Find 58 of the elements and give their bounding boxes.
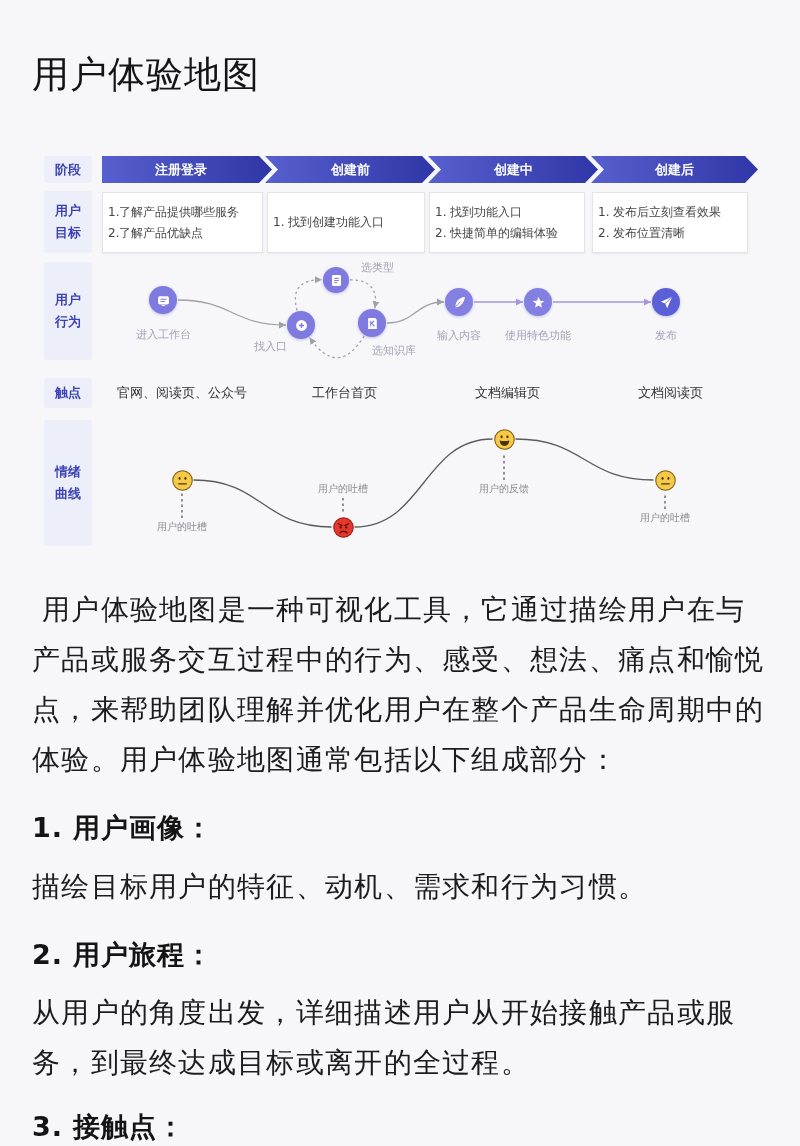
- stage-banner: 创建后: [591, 156, 758, 183]
- paragraph: 用户体验地图是一种可视化工具，它通过描绘用户在与产品或服务交互过程中的行为、感受、想法、痛点和愉悦点，来帮助团队理解并优化用户在整个产品生命周期中的体验。用户体验地图通常包括以下组成部分：: [32, 592, 766, 778]
- step-circle: [524, 288, 552, 316]
- row-header: 用户行为: [44, 262, 92, 360]
- step-circle: [149, 286, 177, 314]
- goal-box: 1. 发布后立刻查看效果 2. 发布位置清晰: [592, 192, 748, 253]
- step-circle: [323, 267, 349, 293]
- goal-box: 1.了解产品提供哪些服务 2.了解产品优缺点: [102, 192, 263, 253]
- step-circle: [652, 288, 680, 316]
- touchpoint-label: 官网、阅读页、公众号: [117, 385, 247, 401]
- row-header: 情绪曲线: [44, 420, 92, 546]
- emotion-label: 用户的反馈: [479, 483, 529, 495]
- step-circle: [445, 288, 473, 316]
- angry-face-icon: [332, 516, 354, 538]
- arrow: [473, 298, 524, 306]
- heading: 1. 用户画像：: [32, 811, 214, 845]
- arrow: [177, 299, 287, 329]
- arrow: [552, 298, 652, 306]
- step-label: 选类型: [360, 261, 394, 273]
- stage-banner: 创建前: [265, 156, 435, 183]
- row-header: 用户目标: [44, 191, 92, 253]
- step-circle: [358, 309, 386, 337]
- happy-face-icon: [493, 428, 515, 450]
- emotion-label: 用户的吐槽: [640, 512, 690, 524]
- emotion-label: 用户的吐槽: [157, 521, 207, 533]
- dashed-arrow: [349, 279, 380, 309]
- emotion-curve: [192, 479, 333, 528]
- emotion-label: 用户的吐槽: [318, 483, 368, 495]
- dashed-arrow: [294, 276, 323, 312]
- touchpoint-label: 工作台首页: [311, 385, 377, 401]
- step-label: 进入工作台: [135, 328, 191, 340]
- heading: 3. 接触点：: [32, 1110, 186, 1144]
- paragraph: 从用户的角度出发，详细描述用户从开始接触产品或服务，到最终达成目标或离开的全过程。: [32, 995, 737, 1081]
- stage-banner: 创建中: [428, 156, 598, 183]
- paragraph: 描绘目标用户的特征、动机、需求和行为习惯。: [32, 869, 649, 905]
- row-header: 触点: [44, 378, 92, 408]
- arrow: [386, 298, 445, 324]
- touchpoint-label: 文档阅读页: [637, 385, 703, 401]
- neutral-face-icon: [171, 469, 193, 491]
- goal-box: 1. 找到功能入口 2. 快捷简单的编辑体验: [429, 192, 585, 253]
- goal-box: 1. 找到创建功能入口: [267, 192, 425, 253]
- title: 用户体验地图: [32, 52, 260, 98]
- leader-line: [342, 497, 344, 515]
- neutral-face-icon: [654, 469, 676, 491]
- step-label: 使用特色功能: [505, 329, 571, 341]
- emotion-curve: [353, 438, 494, 528]
- dashed-arrow: [308, 335, 365, 359]
- stage-banner: 注册登录: [102, 156, 272, 183]
- step-label: 选知识库: [372, 344, 416, 356]
- leader-line: [181, 492, 183, 519]
- step-circle: [287, 311, 315, 339]
- step-label: 找入口: [253, 340, 287, 352]
- emotion-curve: [514, 438, 655, 481]
- step-label: 输入内容: [437, 329, 481, 341]
- touchpoint-label: 文档编辑页: [474, 385, 540, 401]
- heading: 2. 用户旅程：: [32, 938, 214, 972]
- row-header: 阶段: [44, 156, 92, 183]
- step-label: 发布: [655, 329, 677, 341]
